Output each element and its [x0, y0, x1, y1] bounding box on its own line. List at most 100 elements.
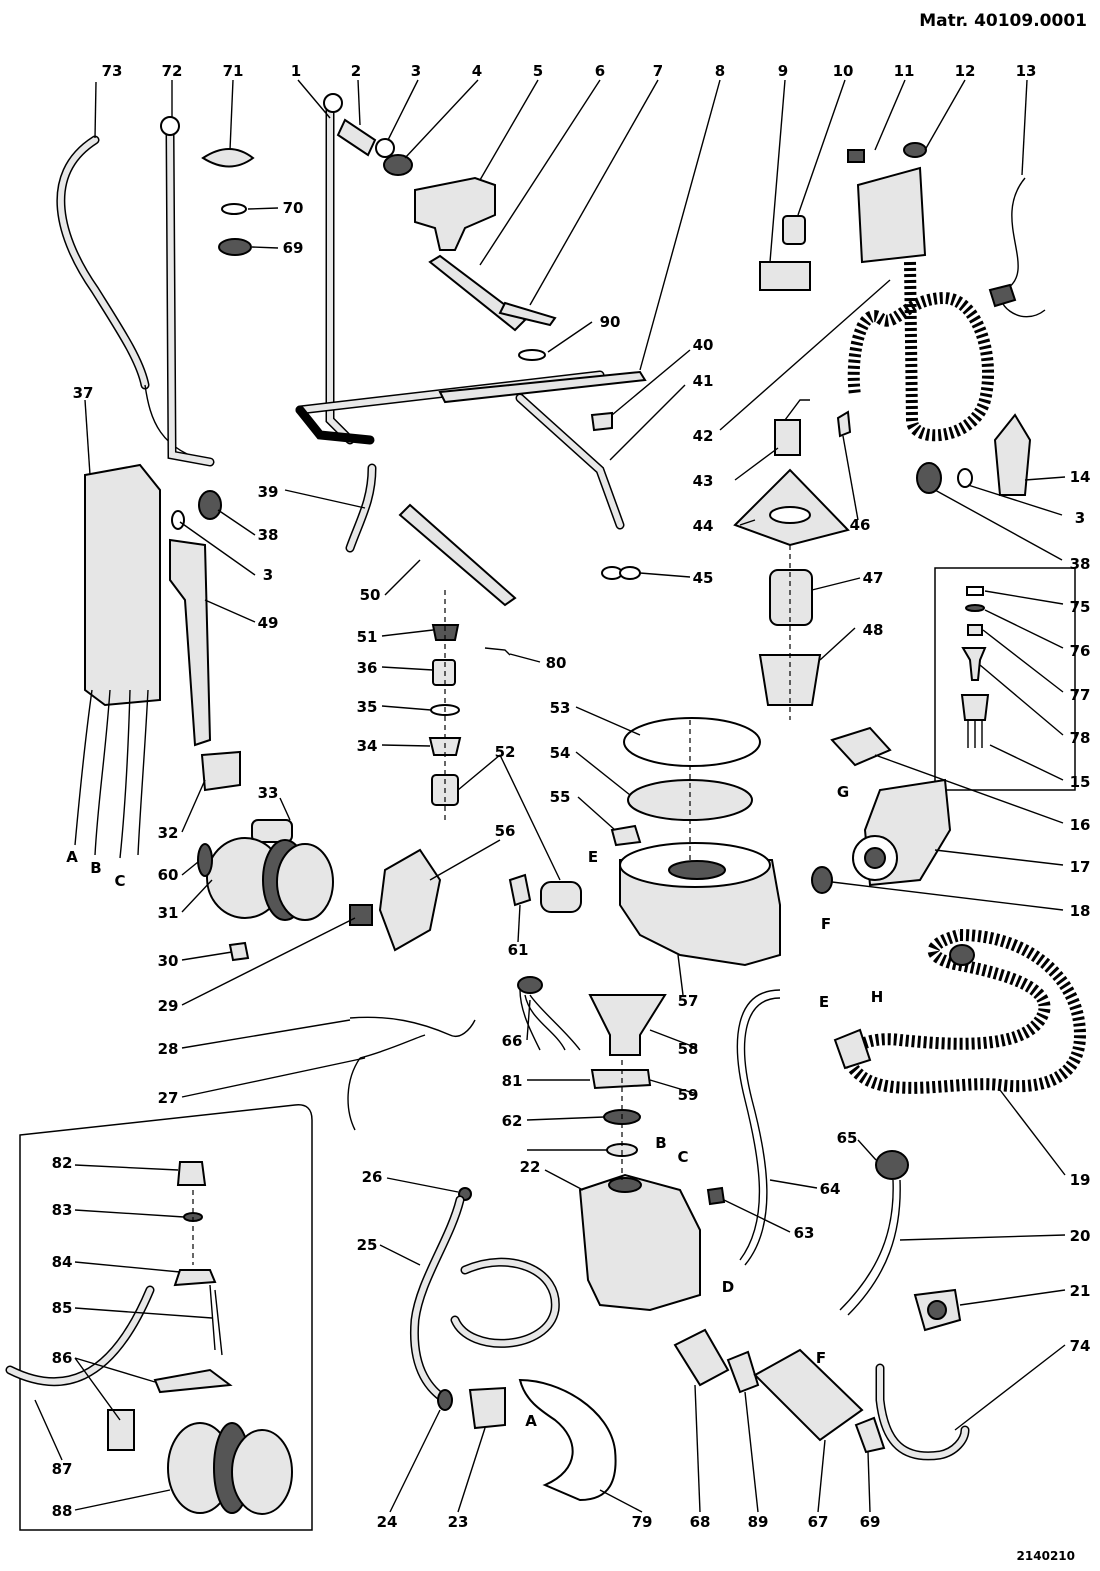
part-46-probe: [836, 410, 852, 438]
part-1-lower-pipe: [295, 405, 375, 445]
part-14-cover: [993, 413, 1032, 496]
part-30-pin: [228, 941, 250, 962]
part-16-relay: [830, 726, 892, 767]
callout-82: 82: [52, 1154, 73, 1172]
callout-38-right: 38: [1070, 555, 1091, 573]
part-33-cap: [251, 819, 293, 843]
callout-62: 62: [502, 1112, 523, 1130]
part-66-cap: [517, 976, 543, 994]
part-51-nut: [431, 624, 460, 641]
connector-e-sump: E: [588, 848, 598, 866]
callout-84: 84: [52, 1253, 73, 1271]
callout-51: 51: [357, 628, 378, 646]
callout-58: 58: [678, 1040, 699, 1058]
callout-73: 73: [102, 62, 123, 80]
callout-17: 17: [1070, 858, 1091, 876]
part-3-ring: [375, 138, 395, 158]
part-37-duct: [84, 463, 161, 707]
part-5-distributor: [414, 176, 496, 251]
part-1-cap: [323, 93, 343, 113]
connector-g: G: [837, 783, 849, 801]
connector-h: H: [871, 988, 884, 1006]
callout-70: 70: [283, 199, 304, 217]
callout-18: 18: [1070, 902, 1091, 920]
part-45-ring-b: [619, 566, 641, 580]
part-1-pipe-inner: [327, 107, 353, 443]
callout-24: 24: [377, 1513, 398, 1531]
part-71-lid: [201, 148, 255, 168]
callout-16: 16: [1070, 816, 1091, 834]
callout-69-bottom: 69: [860, 1513, 881, 1531]
connector-a-left: A: [66, 848, 78, 866]
part-57-sump-hole: [668, 860, 726, 880]
part-3-ring-right: [957, 468, 973, 488]
part-76-washer: [965, 604, 985, 612]
callout-40: 40: [693, 336, 714, 354]
callout-9: 9: [778, 62, 788, 80]
callout-52: 52: [495, 743, 516, 761]
callout-35: 35: [357, 698, 378, 716]
inset-box: [19, 1104, 313, 1531]
callout-45: 45: [693, 569, 714, 587]
callout-31: 31: [158, 904, 179, 922]
part-60-ring: [197, 843, 213, 877]
part-32-cover: [200, 750, 241, 792]
part-82-plug: [176, 1161, 207, 1186]
callout-41: 41: [693, 372, 714, 390]
part-2-pipe-elbow: [336, 118, 377, 157]
part-4-nut: [383, 154, 413, 176]
part-80-clip: [484, 647, 511, 656]
part-50-spray-arm: [398, 503, 517, 607]
callout-39: 39: [258, 483, 279, 501]
part-64-hose: [736, 989, 781, 1261]
part-31-pump-front: [276, 843, 334, 921]
callout-labels: 73 72 71 1 2 3 4 5 6 7 8 9 10 11 12 13 7…: [52, 62, 1091, 1531]
callout-1: 1: [291, 62, 301, 80]
part-84-tee: [173, 1269, 217, 1287]
part-85-tube: [209, 1284, 223, 1356]
callout-47: 47: [863, 569, 884, 587]
part-57-sump: [619, 859, 781, 967]
callout-61: 61: [508, 941, 529, 959]
callout-74: 74: [1070, 1337, 1091, 1355]
part-74-hose-inner: [877, 1365, 968, 1459]
callout-4: 4: [472, 62, 482, 80]
part-49-bracket: [169, 538, 212, 747]
callout-12: 12: [955, 62, 976, 80]
part-15-sensor: [960, 694, 990, 721]
callout-55: 55: [550, 788, 571, 806]
part-90-washer: [518, 349, 546, 361]
callout-64: 64: [820, 1180, 841, 1198]
part-81-clamp: [508, 873, 532, 907]
part-70-ring: [221, 203, 247, 215]
callout-43: 43: [693, 472, 714, 490]
part-86-clip: [153, 1368, 233, 1394]
callout-60: 60: [158, 866, 179, 884]
part-23-valve: [468, 1386, 506, 1430]
part-28-cable: [349, 1016, 476, 1037]
callout-48: 48: [863, 621, 884, 639]
callout-33: 33: [258, 784, 279, 802]
callout-46: 46: [850, 516, 871, 534]
callout-50: 50: [360, 586, 381, 604]
callout-76: 76: [1070, 642, 1091, 660]
connector-c-left: C: [114, 872, 125, 890]
callout-38-left: 38: [258, 526, 279, 544]
part-19-hose: [844, 929, 1087, 1094]
part-15-legs: [967, 720, 983, 748]
part-44-hole: [769, 506, 811, 524]
part-59-cap: [590, 1069, 652, 1090]
part-47-filter: [769, 569, 813, 626]
part-88-bracket: [107, 1409, 135, 1451]
callout-66: 66: [502, 1032, 523, 1050]
callout-36: 36: [357, 659, 378, 677]
callout-49: 49: [258, 614, 279, 632]
part-29-housing: [378, 848, 442, 952]
connector-b-left: B: [90, 859, 101, 877]
callout-15: 15: [1070, 773, 1091, 791]
callout-68: 68: [690, 1513, 711, 1531]
part-41-pipe-inner: [517, 395, 623, 528]
callout-44: 44: [693, 517, 714, 535]
part-20-hose: [839, 1179, 901, 1316]
